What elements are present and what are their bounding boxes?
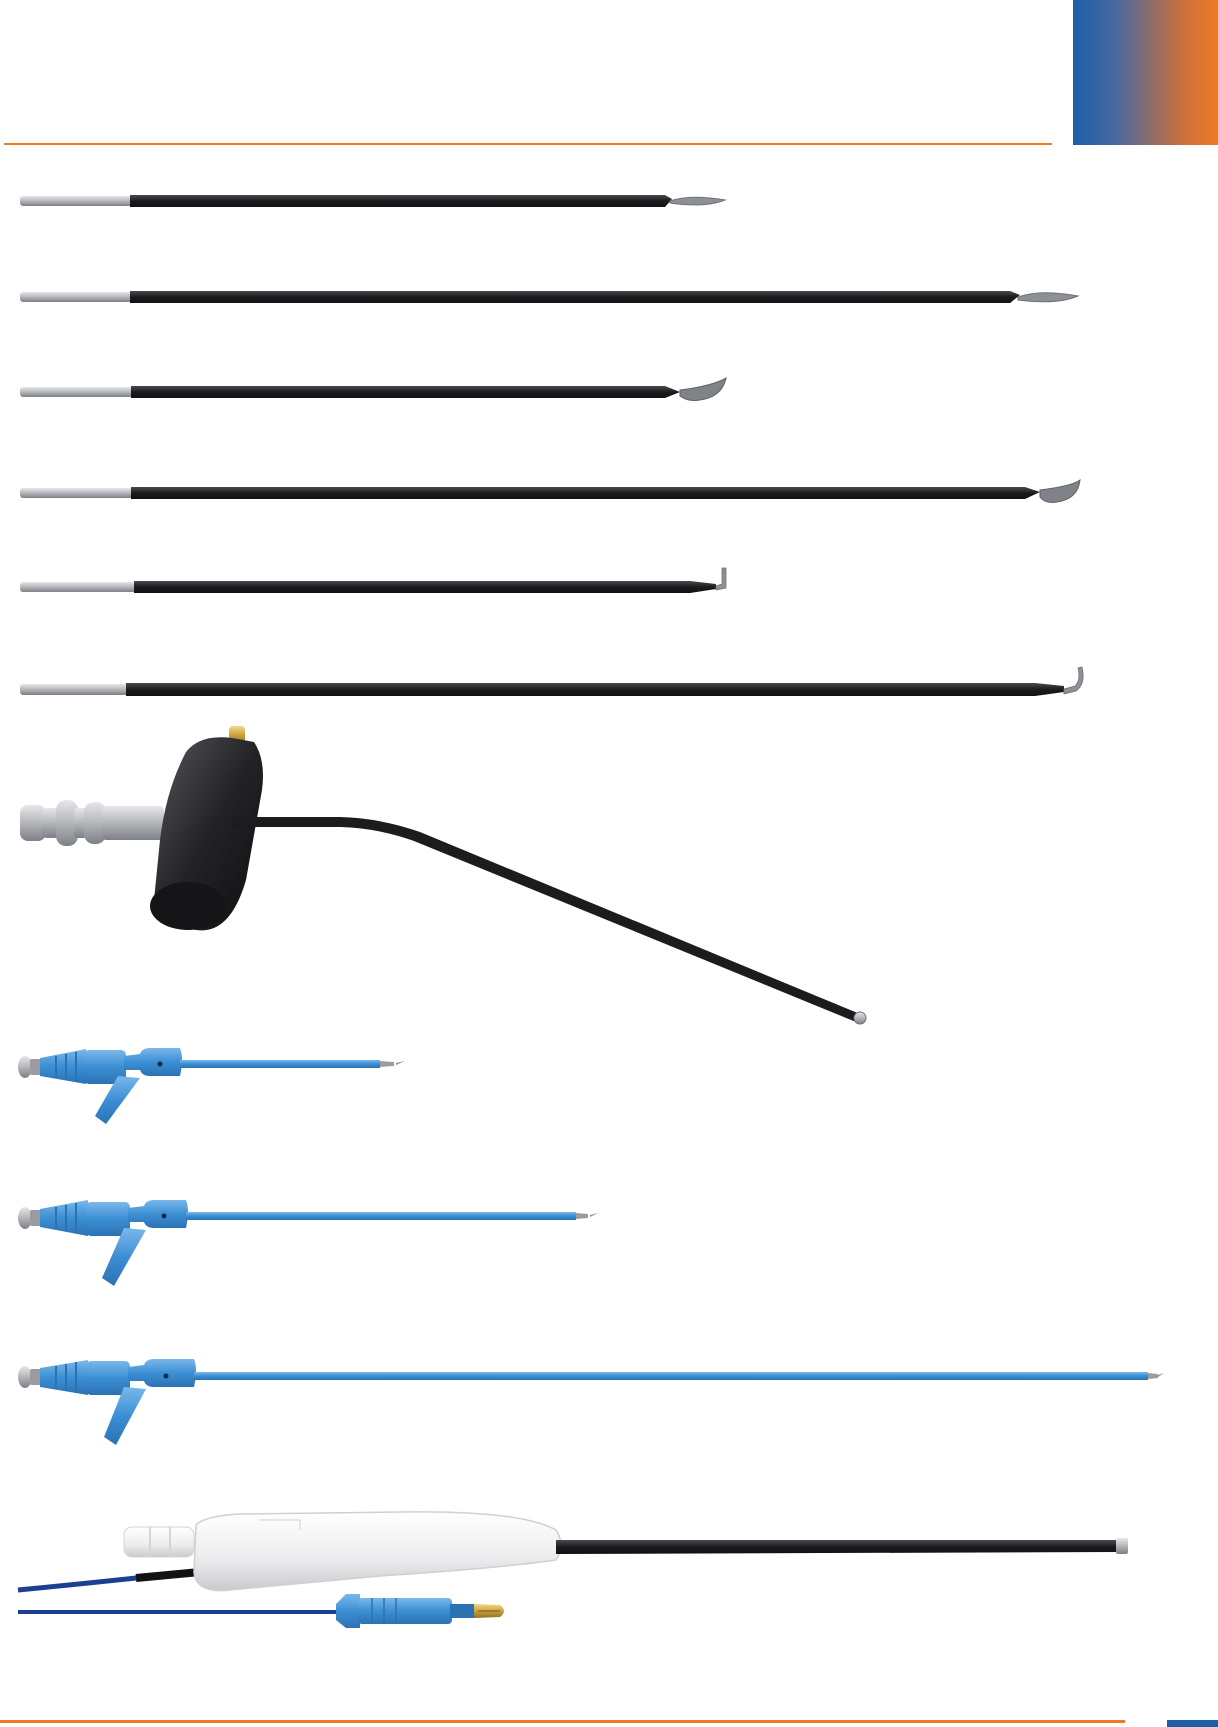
header-rule xyxy=(4,143,1052,145)
hook-tip-electrode-icon xyxy=(20,567,727,593)
footer-rule xyxy=(0,1720,1125,1723)
lancet-tip-electrode-icon xyxy=(20,195,727,207)
blue-cannula-icon xyxy=(18,1359,1164,1445)
footer-color-tab xyxy=(1167,1720,1218,1727)
white-handpiece-icon xyxy=(17,1511,1128,1628)
lancet-tip-electrode-icon xyxy=(20,291,1080,303)
spatula-tip-electrode-icon xyxy=(20,377,727,401)
corner-color-tab xyxy=(1073,0,1218,145)
blue-cannula-icon xyxy=(18,1200,598,1286)
blue-cannula-icon xyxy=(18,1048,405,1124)
ball-tip-probe-icon xyxy=(20,726,867,1025)
spatula-tip-electrode-icon xyxy=(20,478,1081,503)
hook-tip-electrode-icon xyxy=(20,666,1084,696)
